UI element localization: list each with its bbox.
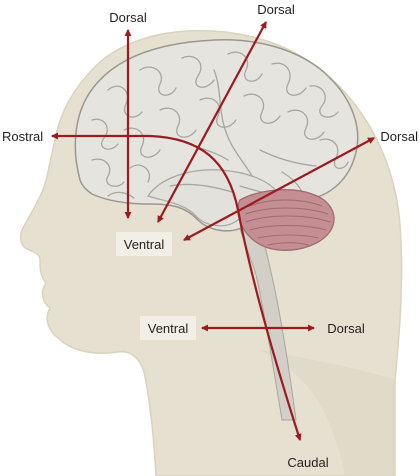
label-dorsal-spinal: Dorsal xyxy=(327,321,365,336)
arrow-rostral-caudal xyxy=(50,132,302,442)
label-ventral-spinal: Ventral xyxy=(148,321,189,336)
label-bg-ventral-brain xyxy=(116,232,172,256)
direction-arrows xyxy=(50,21,375,442)
neck-shade xyxy=(260,350,395,476)
label-bg-ventral-spinal xyxy=(140,316,196,340)
label-dorsal-top-left: Dorsal xyxy=(109,10,147,25)
label-rostral: Rostral xyxy=(2,129,43,144)
label-dorsal-right: Dorsal xyxy=(380,129,418,144)
label-caudal: Caudal xyxy=(287,455,328,470)
label-ventral-brain: Ventral xyxy=(124,237,165,252)
label-dorsal-top-right: Dorsal xyxy=(257,2,295,17)
